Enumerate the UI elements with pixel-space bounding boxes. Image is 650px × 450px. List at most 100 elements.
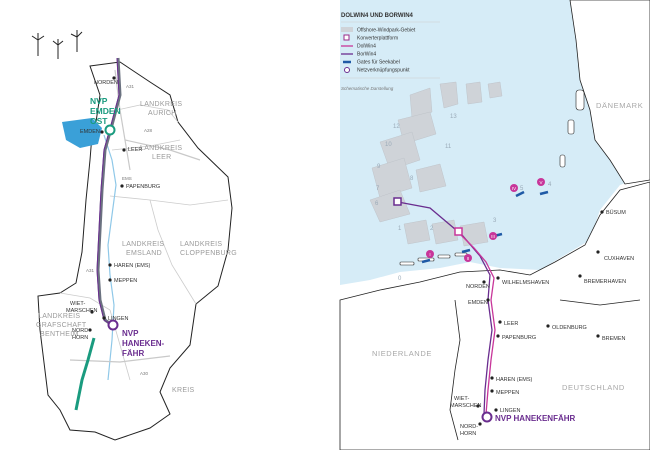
- zone-12: 12: [393, 124, 400, 130]
- river-ems-label: EMS: [122, 176, 132, 181]
- right-city-haren: HAREN (EMS): [496, 377, 533, 383]
- zone-1: 1: [398, 226, 402, 232]
- legend-swatch-windpark: [341, 27, 353, 32]
- gate-ii: II: [467, 256, 470, 261]
- legend-label-windpark: Offshore-Windpark-Gebiet: [357, 28, 416, 34]
- nvp-emden-line2: EMDEN: [90, 106, 121, 116]
- converter-platform-borwin[interactable]: [393, 197, 402, 206]
- left-city-markers: [88, 76, 126, 332]
- zone-6: 6: [375, 201, 379, 207]
- zone-8: 8: [410, 176, 414, 182]
- legend-swatch-nvp: [344, 67, 350, 73]
- district-aurich-1: LANDKREIS: [140, 101, 182, 108]
- nvp-hanekenfaehr-line1: NVP: [122, 329, 139, 338]
- left-city-wietmarschen-2: MARSCHEN: [66, 308, 98, 314]
- gate-i: I: [429, 252, 430, 257]
- left-city-nordhorn-1: NORD-: [72, 328, 90, 334]
- district-cloppenburg-1: LANDKREIS: [180, 241, 222, 248]
- left-city-papenburg: PAPENBURG: [126, 184, 160, 190]
- left-city-haren: HAREN (EMS): [114, 263, 151, 269]
- right-city-nordhorn-2: HORN: [460, 431, 476, 437]
- district-leer-2: LEER: [152, 154, 172, 161]
- nvp-hanekenfaehr-line2: HANEKEN-: [122, 339, 165, 348]
- nvp-emden-marker[interactable]: [104, 124, 116, 136]
- gate-v: V: [539, 180, 542, 185]
- right-city-labels: BÜSUM CUXHAVEN BREMERHAVEN WILHELMSHAVEN…: [450, 209, 634, 437]
- right-city-cuxhaven: CUXHAVEN: [604, 256, 634, 262]
- nvp-emden-label: NVP EMDEN OST: [90, 96, 121, 126]
- gate-iv: IV: [512, 186, 516, 191]
- country-germany: DEUTSCHLAND: [562, 383, 625, 392]
- gate-markers: I II III IV V: [426, 178, 545, 262]
- right-city-markers: [476, 210, 604, 426]
- district-labels: LANDKREIS AURICH LANDKREIS LEER LANDKREI…: [36, 101, 237, 394]
- right-city-wilhelmshaven: WILHELMSHAVEN: [502, 280, 549, 286]
- zone-3: 3: [493, 218, 497, 224]
- district-cloppenburg-2: CLOPPENBURG: [180, 250, 237, 257]
- legend: DOLWIN4 UND BORWIN4 Offshore-Windpark-Ge…: [341, 13, 440, 91]
- country-denmark: DÄNEMARK: [596, 101, 643, 110]
- wind-turbine-icons: [31, 30, 83, 59]
- district-grafschaft-3: BENTHEIM: [40, 331, 79, 338]
- converter-platform-dolwin[interactable]: [454, 227, 463, 236]
- nvp-hanekenfaehr-line3: FÄHR: [122, 349, 144, 358]
- cable-route-purple: [96, 57, 120, 326]
- right-city-bremen: BREMEN: [602, 336, 626, 342]
- zone-7: 7: [376, 186, 380, 192]
- right-city-leer: LEER: [504, 321, 518, 327]
- left-city-norden: NORDEN: [94, 80, 118, 86]
- right-city-meppen: MEPPEN: [496, 390, 519, 396]
- left-city-lingen: LINGEN: [108, 316, 129, 322]
- right-map: 13 12 11 10 9 8 7 6 5 4 3 2 1 0: [339, 0, 650, 450]
- road-a31-south: A31: [86, 268, 95, 273]
- legend-title: DOLWIN4 UND BORWIN4: [341, 13, 414, 19]
- right-city-norden: NORDEN: [466, 284, 490, 290]
- road-labels: A31 A28 A31 A30 EMS: [86, 84, 153, 376]
- right-city-papenburg: PAPENBURG: [502, 335, 536, 341]
- road-a31-north: A31: [126, 84, 135, 89]
- zone-numbers: 13 12 11 10 9 8 7 6 5 4 3 2 1 0: [375, 114, 552, 282]
- left-map: NVP EMDEN OST NVP HANEKEN- FÄHR LANDKREI…: [31, 30, 237, 441]
- borwin4-route: [397, 201, 493, 415]
- denmark-land: [569, 0, 650, 185]
- country-borders: [449, 299, 641, 441]
- offshore-wind-zones: [369, 81, 503, 247]
- left-city-emden: EMDEN: [80, 129, 100, 135]
- left-city-labels: NORDEN EMDEN LEER PAPENBURG HAREN (EMS) …: [66, 80, 160, 341]
- right-nvp-marker[interactable]: [481, 411, 493, 423]
- right-nvp-label: NVP HANEKENFÄHR: [495, 414, 576, 423]
- right-city-nordhorn-1: NORD-: [460, 424, 478, 430]
- zone-0: 0: [398, 276, 402, 282]
- road-a28: A28: [144, 128, 153, 133]
- dolwin4-route: [457, 231, 496, 415]
- frisian-islands: [399, 89, 585, 266]
- legend-label-nvp: Netzverknüpfungspunkt: [357, 68, 410, 74]
- right-city-buesum: BÜSUM: [606, 209, 626, 216]
- nvp-hanekenfaehr-label: NVP HANEKEN- FÄHR: [122, 329, 165, 358]
- zone-10: 10: [385, 142, 392, 148]
- left-city-meppen: MEPPEN: [114, 278, 137, 284]
- legend-label-gates: Gates für Seekabel: [357, 60, 400, 66]
- right-city-emden: EMDEN: [468, 300, 488, 306]
- left-land-outline: [37, 61, 233, 441]
- left-city-nordhorn-2: HORN: [72, 335, 88, 341]
- legend-swatch-converter: [343, 34, 350, 41]
- gate-iii: III: [491, 234, 495, 239]
- right-city-wietmarschen-2: MARSCHEN: [450, 403, 482, 409]
- district-bottom-partial: KREIS: [172, 387, 195, 394]
- country-netherlands: NIEDERLANDE: [372, 349, 432, 358]
- zone-11: 11: [445, 144, 452, 150]
- north-sea: [340, 0, 650, 285]
- right-city-lingen: LINGEN: [500, 408, 521, 414]
- legend-label-converter: Konverterplattform: [357, 36, 398, 42]
- district-aurich-2: AURICH: [148, 110, 177, 117]
- nvp-hanekenfaehr-marker[interactable]: [107, 319, 119, 331]
- legend-label-borwin4: BorWin4: [357, 52, 376, 58]
- district-grafschaft-2: GRAFSCHAFT: [36, 322, 87, 329]
- zone-9: 9: [377, 164, 381, 170]
- cable-route-grey: [96, 57, 122, 327]
- zone-2: 2: [430, 226, 434, 232]
- zone-13: 13: [450, 114, 457, 120]
